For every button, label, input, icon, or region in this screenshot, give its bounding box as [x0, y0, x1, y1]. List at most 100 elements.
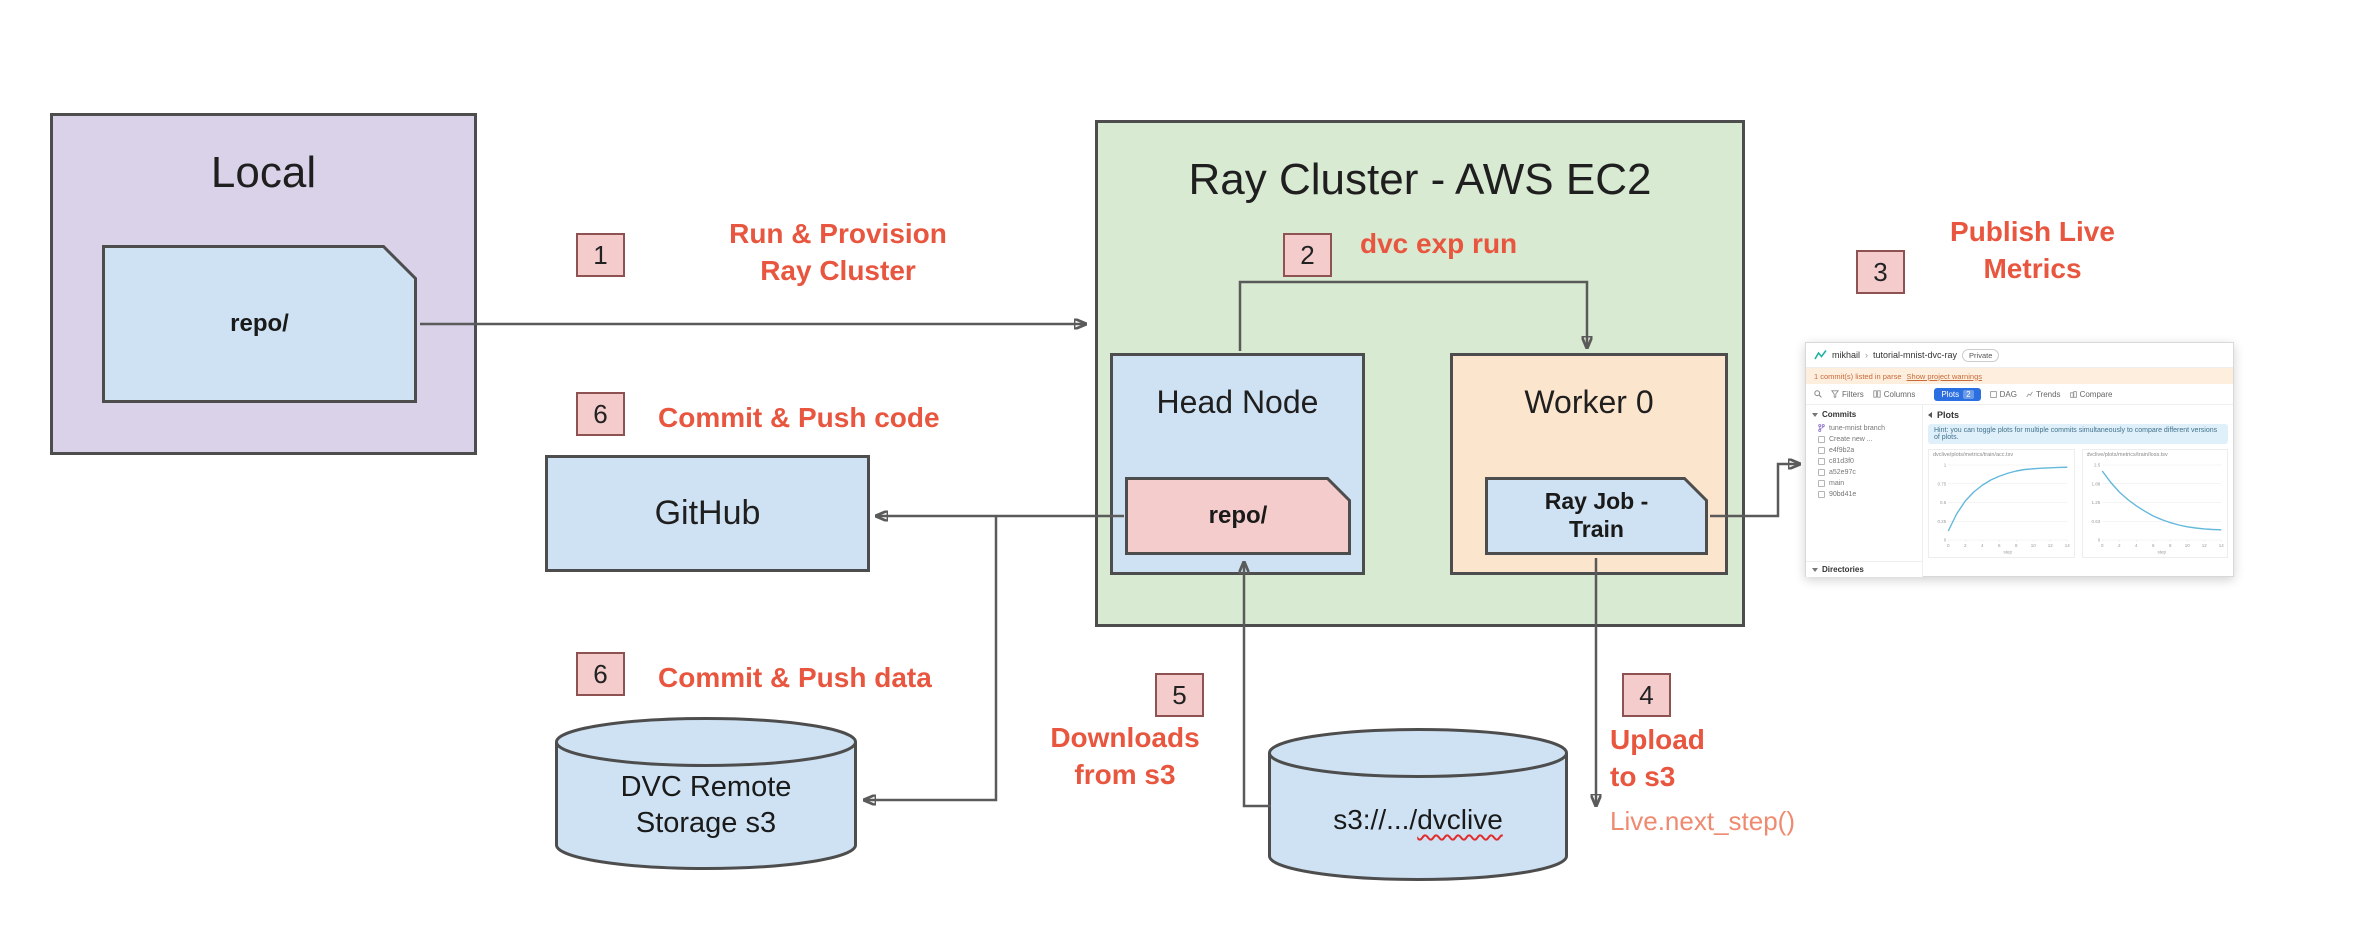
ray-cluster-title: Ray Cluster - AWS EC2	[1188, 155, 1652, 204]
step-3-label: Publish Live Metrics	[1950, 216, 2115, 284]
s3-path-prefix: s3://.../	[1333, 804, 1418, 835]
checkbox	[1818, 458, 1825, 465]
checkbox	[1818, 491, 1825, 498]
svg-text:0: 0	[2097, 538, 2100, 543]
step-5-label: Downloads from s3	[1050, 722, 1200, 790]
ray-job-label: Ray Job - Train	[1544, 488, 1649, 542]
plots-tab-button: Plots 2	[1934, 387, 1981, 401]
svg-text:1.88: 1.88	[2091, 481, 2100, 486]
studio-breadcrumb-repo: tutorial-mnist-dvc-ray	[1873, 350, 1958, 360]
plot-panel-loss: dvclive/plots/metrics/train/loss.tsv 0 0.…	[2081, 449, 2228, 558]
compare-tab: Compare	[2069, 390, 2112, 399]
commit-row: 90bd41e	[1806, 489, 1922, 500]
dag-tab: DAG	[1989, 390, 2017, 399]
svg-text:2: 2	[2117, 543, 2120, 548]
studio-sidebar: Commits tune-mnist branch Create new ...…	[1806, 405, 1923, 577]
studio-main: Plots Hint: you can toggle plots for mul…	[1923, 405, 2233, 577]
github-box: GitHub	[545, 455, 870, 572]
step-4-badge: 4	[1622, 673, 1671, 717]
studio-header: mikhail › tutorial-mnist-dvc-ray Private	[1806, 343, 2233, 368]
document-shape	[1125, 477, 1351, 555]
compare-icon	[2069, 390, 2077, 398]
worker-title: Worker 0	[1524, 384, 1654, 420]
svg-text:0: 0	[2100, 543, 2103, 548]
step-4-code: Live.next_step()	[1610, 806, 1795, 836]
directories-section-header: Directories	[1806, 562, 1922, 577]
svg-text:12: 12	[2201, 543, 2207, 548]
studio-breadcrumb-user: mikhail	[1832, 350, 1861, 360]
step-2-badge: 2	[1283, 233, 1332, 277]
dvc-remote-label: DVC Remote Storage s3	[620, 771, 792, 840]
dvc-remote-cylinder: DVC Remote Storage s3	[555, 717, 857, 870]
step-6-code-badge: 6	[576, 392, 625, 436]
svg-text:2: 2	[1964, 543, 1967, 548]
arrow-repo-to-dvc-remote	[864, 516, 998, 800]
chevron-down-icon	[1812, 567, 1818, 572]
columns-button: Columns	[1873, 390, 1915, 399]
studio-logo-icon	[1814, 349, 1827, 359]
document-shape	[102, 245, 417, 403]
plot-title: dvclive/plots/metrics/train/loss.tsv	[2086, 452, 2168, 458]
step-4-label: Upload to s3	[1610, 724, 1705, 792]
branch-row: tune-mnist branch	[1806, 422, 1922, 434]
svg-text:0.25: 0.25	[1937, 519, 1946, 524]
document-shape	[1485, 477, 1708, 555]
svg-text:2.5: 2.5	[2093, 463, 2100, 468]
step-6-data-label: Commit & Push data	[658, 662, 932, 693]
breadcrumb-separator: ›	[1865, 350, 1869, 360]
svg-text:8: 8	[2168, 543, 2171, 548]
trends-tab: Trends	[2026, 390, 2061, 399]
svg-text:14: 14	[2065, 543, 2071, 548]
studio-screenshot: mikhail › tutorial-mnist-dvc-ray Private…	[1805, 342, 2234, 577]
commit-row: Create new ...	[1806, 434, 1922, 445]
svg-text:12: 12	[2048, 543, 2054, 548]
s3-path-dvclive: dvclive	[1417, 804, 1503, 835]
svg-text:6: 6	[1998, 543, 2001, 548]
svg-text:14: 14	[2218, 543, 2224, 548]
step-1-badge: 1	[576, 233, 625, 277]
step-2-label: dvc exp run	[1360, 228, 1518, 259]
ray-job-doc: Ray Job - Train	[1485, 477, 1708, 555]
dag-icon	[1989, 390, 1997, 398]
svg-text:10: 10	[2184, 543, 2190, 548]
svg-text:6: 6	[2151, 543, 2154, 548]
local-title: Local	[210, 148, 317, 197]
plot-panel-accuracy: dvclive/plots/metrics/train/acc.tsv 0 0.2…	[1928, 449, 2075, 558]
columns-icon	[1873, 390, 1881, 398]
local-repo-doc: repo/	[102, 245, 417, 403]
checkbox	[1818, 469, 1825, 476]
filters-button: Filters	[1831, 390, 1864, 399]
svg-text:1: 1	[1944, 463, 1947, 468]
studio-body: Commits tune-mnist branch Create new ...…	[1806, 405, 2233, 577]
step-6-code-label: Commit & Push code	[658, 402, 940, 433]
svg-text:step: step	[2157, 550, 2166, 555]
commits-section-header: Commits	[1806, 407, 1922, 422]
local-repo-label: repo/	[230, 310, 289, 337]
studio-toolbar: Filters Columns Plots 2 DAG	[1806, 384, 2233, 405]
chevron-down-icon	[1812, 412, 1818, 417]
filter-icon	[1831, 390, 1839, 398]
directories-section: Directories	[1806, 561, 1922, 577]
svg-text:0: 0	[1947, 543, 1950, 548]
trends-icon	[2026, 391, 2033, 397]
svg-text:0.5: 0.5	[1940, 500, 1947, 505]
cylinder-shape	[555, 717, 857, 870]
svg-text:0: 0	[1944, 538, 1947, 543]
plots-hint-banner: Hint: you can toggle plots for multiple …	[1928, 424, 2228, 444]
svg-text:0.63: 0.63	[2091, 519, 2100, 524]
checkbox	[1818, 436, 1825, 443]
svg-text:4: 4	[2134, 543, 2137, 548]
step-6-data-badge: 6	[576, 652, 625, 696]
step-3-badge: 3	[1856, 250, 1905, 294]
svg-text:8: 8	[2015, 543, 2018, 548]
plot-title: dvclive/plots/metrics/train/acc.tsv	[1933, 452, 2014, 458]
svg-text:0.75: 0.75	[1937, 481, 1946, 486]
plots-grid: dvclive/plots/metrics/train/acc.tsv 0 0.2…	[1928, 449, 2228, 558]
head-node-title: Head Node	[1156, 384, 1319, 420]
checkbox	[1818, 447, 1825, 454]
chevron-left-icon	[1928, 412, 1932, 418]
step-5-badge: 5	[1155, 673, 1204, 717]
checkbox	[1818, 480, 1825, 487]
